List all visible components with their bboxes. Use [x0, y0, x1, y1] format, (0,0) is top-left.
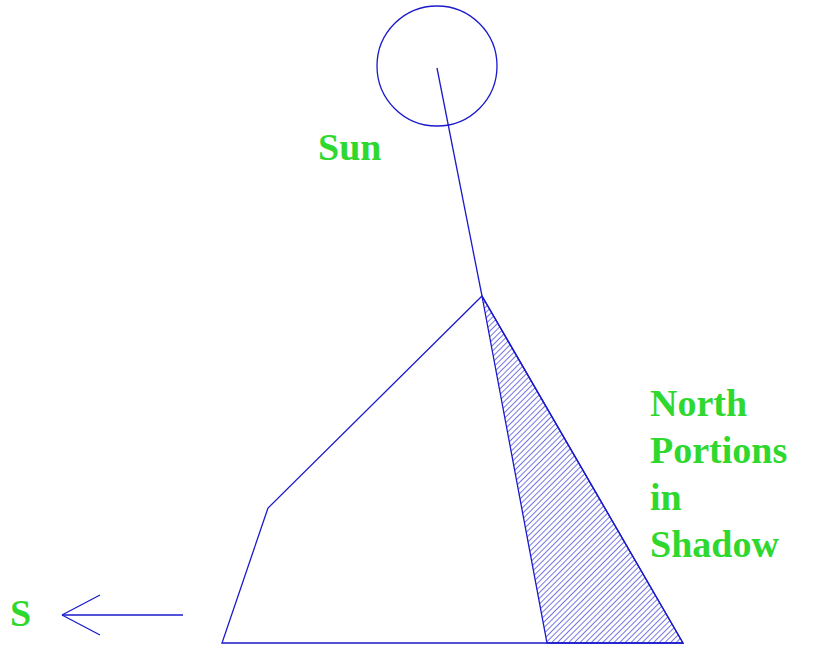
sun-ray: [437, 68, 482, 296]
south-arrow: [62, 595, 183, 635]
pyramid-outline: [222, 296, 683, 643]
sun-circle: [377, 6, 497, 126]
sun-label: Sun: [318, 124, 381, 171]
south-label: S: [10, 590, 31, 637]
shadow-note: North Portions in Shadow: [650, 380, 787, 568]
